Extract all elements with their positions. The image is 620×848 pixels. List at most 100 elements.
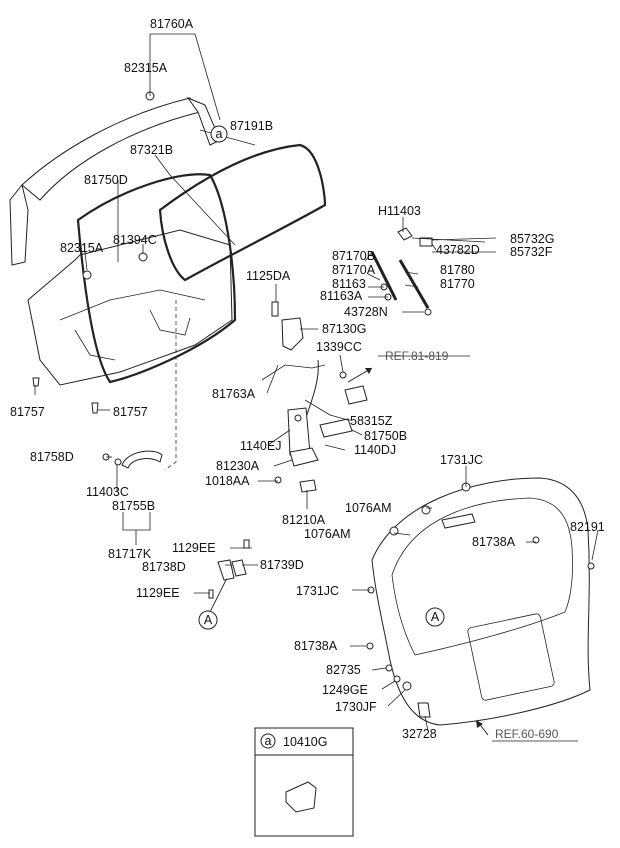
part-callout-label: 81750D [84,173,128,187]
marker-A-tailgate: A [431,610,440,624]
part-callout-label: 1129EE [136,586,180,600]
marker-A-circle [198,610,218,630]
part-callout-label: 1731JC [440,453,483,467]
gas-struts [370,227,433,316]
part-callout-label: 81738A [472,535,516,549]
marker-A-hinge: A [204,613,213,627]
part-callout-label: 1125DA [246,269,291,283]
part-callout-label: 1140EJ [240,439,281,453]
part-callout-label: 81210A [282,513,326,527]
weatherstrip [76,173,237,384]
part-callout-label: 81739D [260,558,304,572]
part-callout-label: 82191 [570,520,605,534]
part-callout-label: 1339CC [316,340,362,354]
bolt-icon [294,414,302,422]
bolt-icon [208,589,214,599]
screw-icon [32,377,40,387]
part-callout-label: 87321B [130,143,173,157]
marker-a-circle [210,125,228,143]
hinge-right [231,559,247,577]
part-callout-label: 81163 [332,277,366,291]
part-callout-label: 81770 [440,277,475,291]
striker [299,479,317,493]
switch [319,418,353,438]
part-callout-label: 81230A [216,459,260,473]
part-callout-label: 58315Z [350,414,393,428]
part-callout-label: 81738A [294,639,338,653]
part-callout-label: 1076AM [345,501,392,515]
bumper-stop-icon [389,526,399,536]
part-callout-label: 81757 [113,405,148,419]
screw-icon [91,402,99,414]
part-callout-label: 81760A [150,17,194,31]
ref-label: REF.81-819 [385,349,449,363]
latch-plate [289,447,319,467]
glass-seal [158,143,327,282]
part-callout-label: 81757 [10,405,45,419]
bolt-icon [271,301,279,317]
trim-panel [27,229,233,386]
part-callout-label: 81780 [440,263,475,277]
clip-icon [138,252,148,262]
part-callout-label: 87191B [230,119,273,133]
part-callout-label: 11403C [86,485,129,499]
bolt-icon [393,675,401,683]
bumper-icon [417,702,431,718]
bracket [419,237,433,247]
clip-icon [385,664,393,672]
part-callout-label: 87130G [322,322,366,336]
part-callout-label: 82315A [60,241,104,255]
part-callout-label: 81163A [320,289,363,303]
clip-icon [339,371,347,379]
clip-icon [82,270,92,280]
inset-marker: a [265,734,272,748]
part-callout-label: 81750B [364,429,407,443]
part-callout-label: 85732G [510,232,554,246]
part-callout-label: 81394C [113,233,157,247]
screw-icon [114,458,122,466]
bolt-icon [243,539,250,549]
bumper-stop-icon [421,505,431,515]
part-callout-label: 32728 [402,727,437,741]
part-callout-label: 1129EE [172,541,216,555]
bolt-icon [424,308,432,316]
part-callout-label: 43728N [344,305,388,319]
pull-handle [121,450,163,469]
part-callout-label: 87170B [332,249,375,263]
latch-rod [304,359,319,421]
part-callout-label: H11403 [378,204,421,218]
inset-code: 10410G [283,735,327,749]
part-callout-label: 1140DJ [354,443,396,457]
spoiler-light [441,513,476,529]
ref-label: REF.60-690 [495,727,559,741]
part-callout-label: 81738D [142,560,186,574]
part-callout-label: 82315A [124,61,168,75]
part-callout-label: 43782D [436,243,480,257]
tailgate [366,477,595,726]
marker-a-top: a [216,127,223,141]
part-callout-label: 81763A [212,387,256,401]
trim-assembly [9,91,327,471]
glass-opening [391,497,573,656]
part-callout-label: 81755B [112,499,155,513]
side-garnish [9,183,29,266]
actuator [281,317,304,351]
bolt-icon [402,681,412,691]
part-callout-label: 1076AM [304,527,351,541]
part-callout-label: 1731JC [296,584,339,598]
bracket [344,385,368,405]
inset-clip [285,781,317,813]
part-callout-label: 81758D [30,450,74,464]
part-callout-label: 1730JF [335,700,377,714]
part-callout-label: 82735 [326,663,361,677]
hinge-left [217,559,235,581]
clip-icon [532,536,540,544]
bracket [397,227,413,241]
part-callout-label: 85732F [510,245,553,259]
inset-box [254,727,354,837]
license-plate-area [467,613,555,701]
clip-icon [587,562,595,570]
part-callout-label: 1249GE [322,683,368,697]
marker-A-circle [425,607,445,627]
